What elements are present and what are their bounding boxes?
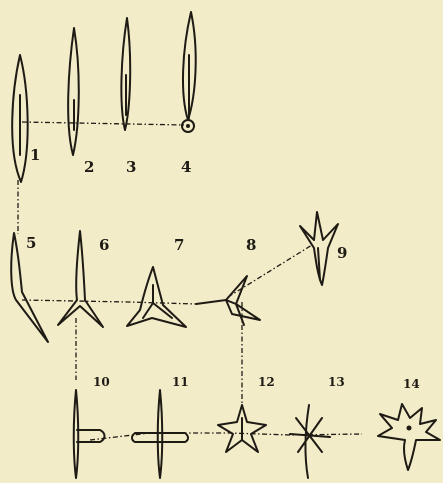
shape-14	[378, 404, 440, 470]
label-6: 6	[99, 236, 109, 254]
label-1: 1	[30, 146, 40, 164]
label-7: 7	[174, 236, 184, 254]
label-5: 5	[26, 234, 36, 252]
shape-13	[290, 405, 330, 478]
shape-4	[182, 12, 196, 132]
label-9: 9	[337, 244, 347, 262]
label-11: 11	[172, 375, 189, 389]
shape-7	[127, 267, 186, 327]
label-14: 14	[403, 377, 420, 391]
shape-1	[12, 55, 27, 182]
shape-9	[300, 212, 338, 285]
label-13: 13	[328, 375, 345, 389]
shape-6	[58, 231, 103, 327]
label-3: 3	[126, 158, 136, 176]
label-12: 12	[258, 375, 275, 389]
label-4: 4	[181, 158, 191, 176]
labels: 1 2 3 4 5 6 7 8 9 10 11 12 13 14	[26, 146, 420, 391]
connector-8-9	[228, 245, 312, 297]
shape-10	[74, 390, 105, 478]
connector-row2	[22, 300, 196, 304]
shape-2	[68, 28, 79, 155]
shape-3	[121, 18, 130, 130]
label-8: 8	[246, 236, 256, 254]
shape-11	[132, 390, 188, 478]
label-2: 2	[84, 158, 94, 176]
shape-12	[218, 405, 266, 452]
label-10: 10	[93, 375, 110, 389]
connector-row1	[22, 122, 184, 125]
